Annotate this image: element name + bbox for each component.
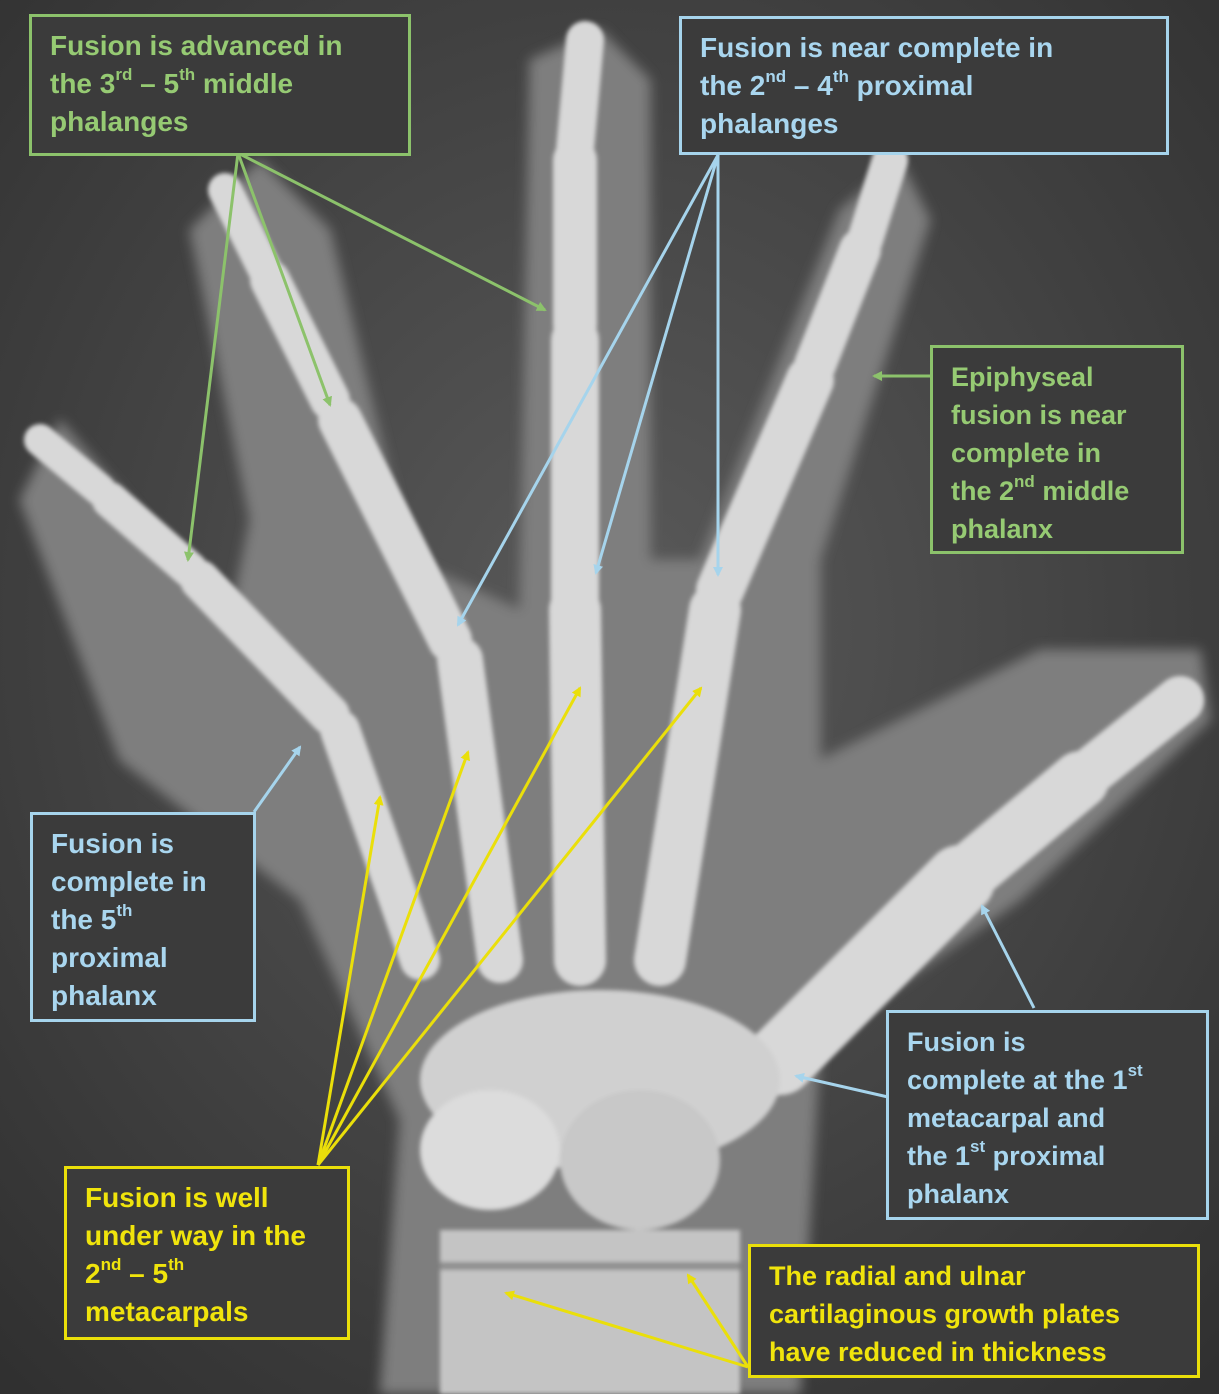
label-line: Fusion is advanced in xyxy=(50,27,390,65)
yellow-arrows xyxy=(318,688,748,1367)
arrow-to-2nd-metacarpal xyxy=(318,688,701,1165)
arrow-to-5th-middle-phalanx xyxy=(188,153,238,560)
label-line: phalanges xyxy=(50,103,390,141)
label-line: Fusion is xyxy=(907,1023,1188,1061)
label-proximal-phalanx-5: Fusion is complete in the 5th proximal p… xyxy=(30,812,256,1022)
label-line: metacarpal and xyxy=(907,1099,1188,1137)
label-line: phalanx xyxy=(951,510,1163,548)
label-line: complete in xyxy=(951,434,1163,472)
label-middle-phalanx-2: Epiphyseal fusion is near complete in th… xyxy=(930,345,1184,554)
label-proximal-phalanges-2-4: Fusion is near complete in the 2nd – 4th… xyxy=(679,16,1169,155)
label-line: cartilaginous growth plates xyxy=(769,1295,1179,1333)
blue-arrows xyxy=(254,155,1034,1097)
label-line: phalanges xyxy=(700,105,1148,143)
arrow-to-3rd-proximal-phalanx xyxy=(596,155,718,573)
label-line: metacarpals xyxy=(85,1293,329,1331)
label-line: complete at the 1st xyxy=(907,1061,1188,1099)
label-line: the 5th xyxy=(51,901,235,939)
label-line: phalanx xyxy=(907,1175,1188,1213)
label-growth-plates: The radial and ulnar cartilaginous growt… xyxy=(748,1244,1200,1378)
arrow-to-ulnar-growth-plate xyxy=(506,1293,748,1367)
arrow-to-5th-proximal-phalanx xyxy=(254,747,300,812)
arrow-to-3rd-middle-phalanx xyxy=(238,153,545,310)
arrow-to-4th-middle-phalanx xyxy=(238,153,330,405)
arrow-to-4th-proximal-phalanx xyxy=(458,155,718,625)
label-line: 2nd – 5th xyxy=(85,1255,329,1293)
arrow-to-4th-metacarpal xyxy=(318,752,468,1165)
label-line: proximal xyxy=(51,939,235,977)
label-middle-phalanges-3-5: Fusion is advanced in the 3rd – 5th midd… xyxy=(29,14,411,156)
arrow-to-1st-metacarpal xyxy=(796,1076,888,1097)
arrow-to-1st-proximal-phalanx xyxy=(982,906,1034,1008)
label-metacarpals-2-5: Fusion is well under way in the 2nd – 5t… xyxy=(64,1166,350,1340)
label-line: the 3rd – 5th middle xyxy=(50,65,390,103)
label-line: Fusion is near complete in xyxy=(700,29,1148,67)
label-first-metacarpal: Fusion is complete at the 1st metacarpal… xyxy=(886,1010,1209,1220)
label-line: Fusion is xyxy=(51,825,235,863)
label-line: Epiphyseal xyxy=(951,358,1163,396)
green-arrows xyxy=(188,153,932,560)
label-line: under way in the xyxy=(85,1217,329,1255)
arrow-to-radial-growth-plate xyxy=(688,1275,748,1367)
label-line: phalanx xyxy=(51,977,235,1015)
label-line: complete in xyxy=(51,863,235,901)
label-line: the 2nd – 4th proximal xyxy=(700,67,1148,105)
label-line: have reduced in thickness xyxy=(769,1333,1179,1371)
label-line: Fusion is well xyxy=(85,1179,329,1217)
label-line: fusion is near xyxy=(951,396,1163,434)
label-line: the 2nd middle xyxy=(951,472,1163,510)
label-line: The radial and ulnar xyxy=(769,1257,1179,1295)
label-line: the 1st proximal xyxy=(907,1137,1188,1175)
